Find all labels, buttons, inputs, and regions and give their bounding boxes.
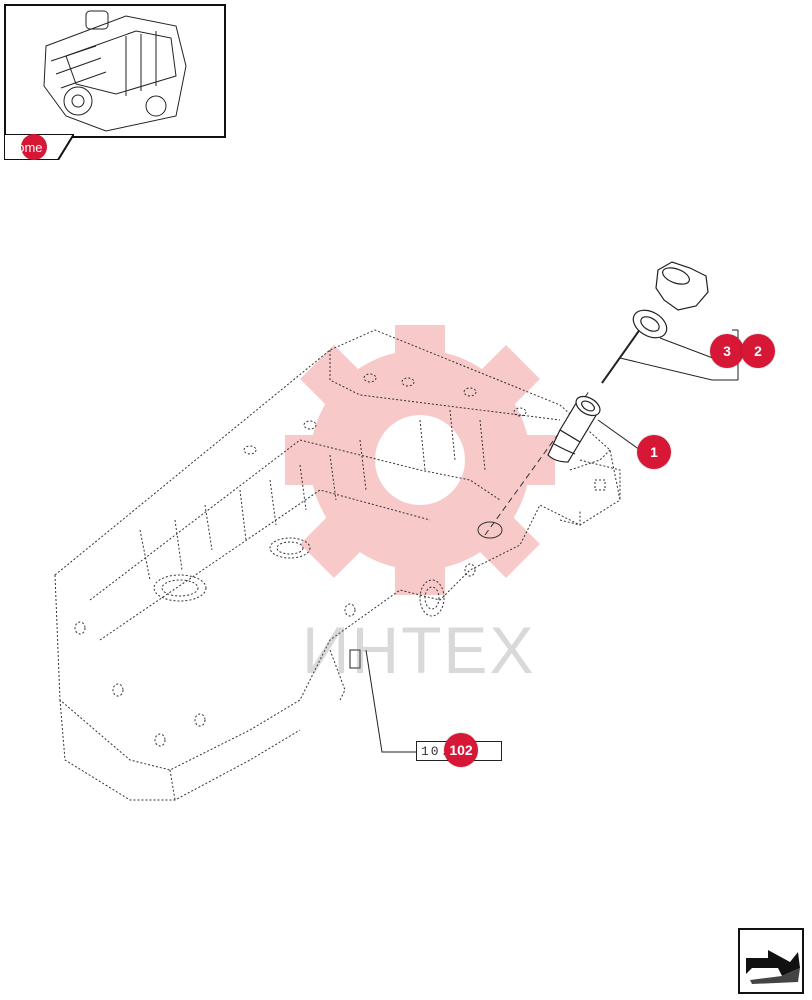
callout-3[interactable]: 3 (710, 334, 744, 368)
arrow-next-icon[interactable] (738, 928, 804, 994)
oil-sump-drawing (54, 329, 621, 801)
callout-2[interactable]: 2 (741, 334, 775, 368)
engine-thumbnail-icon (43, 10, 187, 132)
leader-lines (349, 329, 739, 753)
watermark-text: ИНТЕХ (302, 613, 536, 687)
dipstick-part (601, 261, 709, 385)
dipstick-port (477, 521, 503, 539)
engine-thumbnail-button[interactable] (4, 4, 226, 138)
watermark-gear-icon (285, 325, 555, 595)
callout-1[interactable]: 1 (637, 435, 671, 469)
callout-102[interactable]: 102 (444, 733, 478, 767)
dipstick-tube-part (547, 395, 601, 463)
home-tab[interactable] (4, 134, 74, 160)
